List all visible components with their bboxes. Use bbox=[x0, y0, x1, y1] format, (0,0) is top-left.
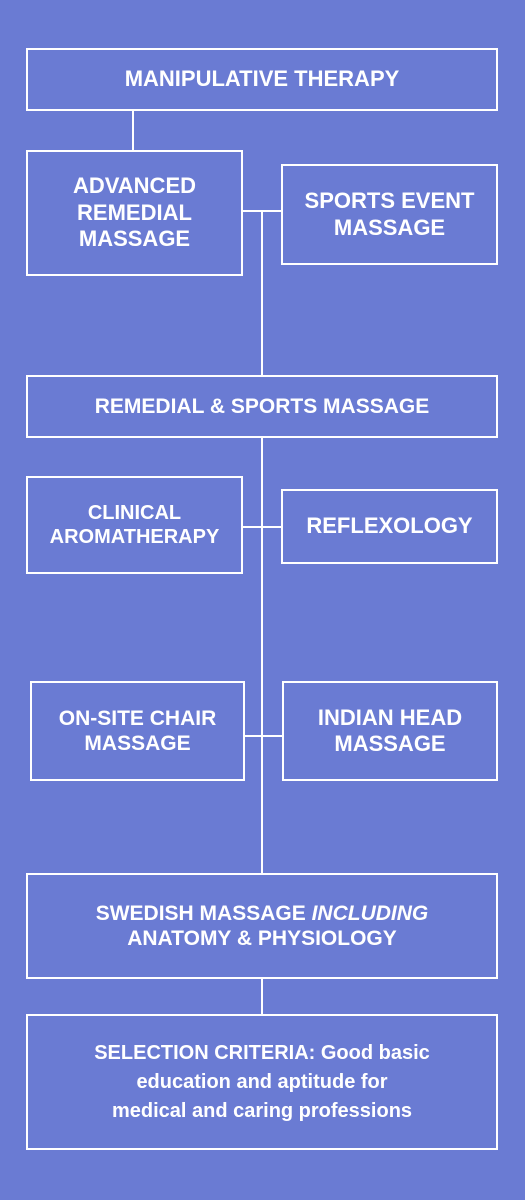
node-label: MANIPULATIVE THERAPY bbox=[124, 66, 400, 92]
node-label-part: SWEDISH MASSAGE bbox=[95, 901, 306, 925]
node-label: REMEDIAL & SPORTS MASSAGE bbox=[94, 394, 430, 418]
node-label-italic: INCLUDING bbox=[311, 901, 429, 925]
node-label-line: SPORTS EVENT bbox=[304, 188, 475, 214]
connector-branch-aroma-reflex bbox=[242, 526, 282, 528]
node-label-line: ANATOMY & PHYSIOLOGY bbox=[127, 927, 397, 950]
connector-main-spine-lower bbox=[261, 437, 263, 874]
connector-branch-chair-indian bbox=[244, 735, 282, 737]
node-onsite-chair-massage: ON-SITE CHAIR MASSAGE bbox=[30, 681, 245, 781]
node-label-line: CLINICAL bbox=[87, 502, 182, 524]
connector-branch-advanced-sports bbox=[242, 210, 282, 212]
node-sports-event-massage: SPORTS EVENT MASSAGE bbox=[281, 164, 498, 265]
node-label-line: INDIAN HEAD bbox=[317, 704, 463, 730]
node-indian-head-massage: INDIAN HEAD MASSAGE bbox=[282, 681, 498, 781]
connector-bottom-vertical bbox=[261, 978, 263, 1015]
node-label-line: MASSAGE bbox=[333, 214, 446, 240]
node-remedial-sports-massage: REMEDIAL & SPORTS MASSAGE bbox=[26, 375, 498, 438]
node-reflexology: REFLEXOLOGY bbox=[281, 489, 498, 564]
node-label-line: REMEDIAL bbox=[77, 199, 192, 225]
node-advanced-remedial-massage: ADVANCED REMEDIAL MASSAGE bbox=[26, 150, 243, 276]
node-label-line: MASSAGE bbox=[78, 226, 191, 252]
node-label-line: ON-SITE CHAIR bbox=[58, 706, 217, 730]
node-label-line: SELECTION CRITERIA: Good basic bbox=[94, 1041, 430, 1064]
connector-main-spine bbox=[261, 210, 263, 376]
node-label-line: AROMATHERAPY bbox=[49, 526, 220, 548]
node-label-line: MASSAGE bbox=[334, 731, 446, 756]
node-label-line: SWEDISH MASSAGE INCLUDING bbox=[96, 901, 429, 926]
node-swedish-massage: SWEDISH MASSAGE INCLUDING ANATOMY & PHYS… bbox=[26, 873, 498, 979]
node-label-line: medical and caring professions bbox=[111, 1099, 413, 1122]
node-manipulative-therapy: MANIPULATIVE THERAPY bbox=[26, 48, 498, 111]
node-label: REFLEXOLOGY bbox=[306, 513, 473, 539]
node-clinical-aromatherapy: CLINICAL AROMATHERAPY bbox=[26, 476, 243, 574]
connector-top-vertical bbox=[132, 110, 134, 151]
node-label-line: ADVANCED bbox=[72, 173, 197, 199]
node-selection-criteria: SELECTION CRITERIA: Good basic education… bbox=[26, 1014, 498, 1150]
node-label-line: MASSAGE bbox=[84, 732, 191, 755]
node-label-line: education and aptitude for bbox=[136, 1070, 388, 1093]
